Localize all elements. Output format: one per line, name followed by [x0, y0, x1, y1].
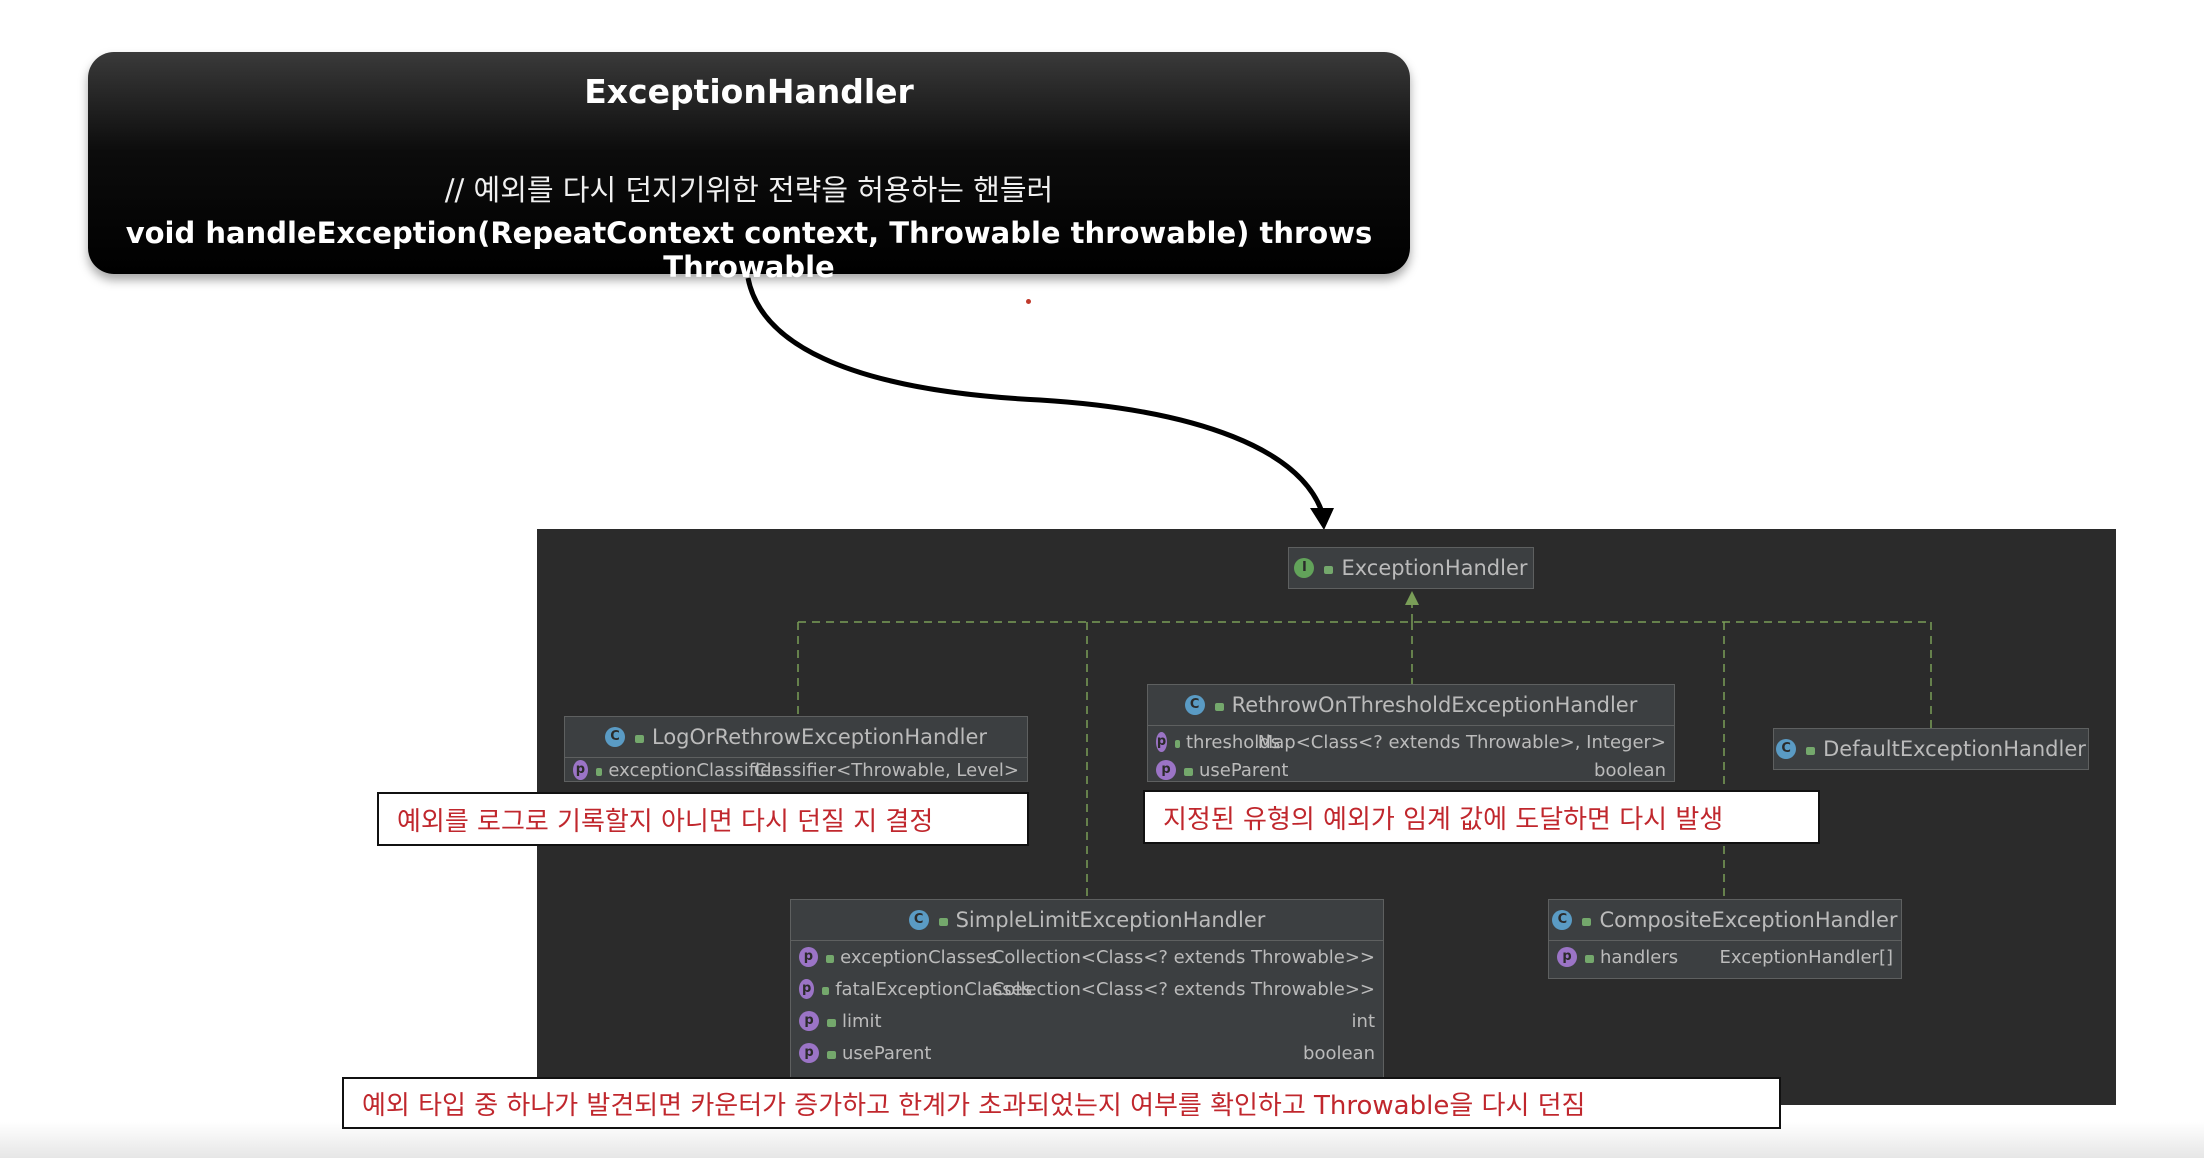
node-header: C RethrowOnThresholdExceptionHandler	[1148, 685, 1674, 726]
interface-comment: // 예외를 다시 던지기위한 전략을 허용하는 핸들러	[444, 173, 1054, 207]
node-name: SimpleLimitExceptionHandler	[955, 908, 1266, 932]
property-icon: p	[573, 760, 588, 780]
node-header: C LogOrRethrowExceptionHandler	[565, 717, 1027, 758]
node-header: C DefaultExceptionHandler	[1774, 729, 2088, 769]
node-name: DefaultExceptionHandler	[1823, 737, 2086, 761]
field-name: exceptionClasses	[840, 946, 996, 968]
public-lock-icon	[822, 987, 830, 995]
class-icon: C	[1552, 910, 1573, 930]
public-lock-icon	[1806, 747, 1816, 755]
class-icon: C	[908, 910, 929, 930]
field-name: limit	[842, 1010, 882, 1032]
field-type: Collection<Class<? extends Throwable>>	[991, 946, 1375, 968]
class-icon: C	[604, 727, 625, 747]
field-row: p thresholds Map<Class<? extends Throwab…	[1148, 726, 1674, 758]
node-simple-limit[interactable]: C SimpleLimitExceptionHandler p exceptio…	[790, 899, 1384, 1107]
public-lock-icon	[1184, 768, 1193, 776]
inheritance-lines	[797, 591, 1932, 899]
field-type: Collection<Class<? extends Throwable>>	[991, 978, 1376, 1000]
public-lock-icon	[595, 768, 603, 776]
caption-rethrow-on-threshold: 지정된 유형의 예외가 임계 값에 도달하면 다시 발생	[1143, 790, 1820, 844]
node-name: LogOrRethrowExceptionHandler	[651, 725, 987, 749]
public-lock-icon	[1582, 918, 1592, 926]
class-icon: C	[1776, 739, 1797, 759]
node-log-or-rethrow[interactable]: C LogOrRethrowExceptionHandler p excepti…	[564, 716, 1028, 782]
property-icon: p	[1156, 732, 1167, 752]
node-default[interactable]: C DefaultExceptionHandler	[1773, 728, 2089, 770]
property-icon: p	[1156, 760, 1176, 780]
stray-dot	[1026, 299, 1031, 304]
method-signature: void handleException(RepeatContext conte…	[125, 216, 1373, 284]
field-type: Classifier<Throwable, Level>	[754, 759, 1019, 781]
property-icon: p	[1557, 947, 1577, 967]
public-lock-icon	[827, 1019, 836, 1027]
field-name: useParent	[1199, 759, 1289, 781]
field-type: Map<Class<? extends Throwable>, Integer>	[1257, 731, 1667, 753]
field-row: p useParent boolean	[1148, 758, 1674, 781]
node-name: CompositeExceptionHandler	[1599, 908, 1898, 932]
field-row: p exceptionClassifier Classifier<Throwab…	[565, 758, 1027, 781]
property-icon: p	[799, 947, 818, 967]
field-row: p fatalExceptionClasses Collection<Class…	[791, 973, 1383, 1005]
field-type: ExceptionHandler[]	[1719, 946, 1893, 968]
node-exception-handler[interactable]: I ExceptionHandler	[1288, 547, 1534, 589]
caption-log-or-rethrow: 예외를 로그로 기록할지 아니면 다시 던질 지 결정	[377, 792, 1029, 846]
node-header: C SimpleLimitExceptionHandler	[791, 900, 1383, 941]
interface-summary-box: ExceptionHandler // 예외를 다시 던지기위한 전략을 허용하…	[88, 52, 1410, 284]
field-name: exceptionClassifier	[608, 759, 779, 781]
interface-icon: I	[1294, 558, 1315, 578]
node-header: C CompositeExceptionHandler	[1549, 900, 1901, 941]
public-lock-icon	[1324, 566, 1334, 574]
node-rethrow-on-threshold[interactable]: C RethrowOnThresholdExceptionHandler p t…	[1147, 684, 1675, 782]
field-row: p limit int	[791, 1005, 1383, 1037]
field-type: int	[1351, 1010, 1375, 1032]
public-lock-icon	[634, 735, 644, 743]
public-lock-icon	[1175, 740, 1180, 748]
field-name: thresholds	[1185, 731, 1281, 753]
node-header: I ExceptionHandler	[1289, 548, 1533, 588]
node-name: ExceptionHandler	[1341, 556, 1528, 580]
field-row: p exceptionClasses Collection<Class<? ex…	[791, 941, 1383, 973]
interface-title: ExceptionHandler	[584, 72, 914, 111]
property-icon: p	[799, 979, 815, 999]
class-icon: C	[1184, 695, 1205, 715]
field-row: p useParent boolean	[791, 1037, 1383, 1069]
property-icon: p	[799, 1011, 819, 1031]
public-lock-icon	[825, 955, 835, 963]
field-name: handlers	[1600, 946, 1679, 968]
node-composite[interactable]: C CompositeExceptionHandler p handlers E…	[1548, 899, 1902, 979]
field-row: p handlers ExceptionHandler[]	[1549, 941, 1901, 973]
field-type: boolean	[1594, 759, 1666, 781]
field-name: useParent	[842, 1042, 932, 1064]
caption-simple-limit: 예외 타입 중 하나가 발견되면 카운터가 증가하고 한계가 초과되었는지 여부…	[342, 1077, 1781, 1129]
public-lock-icon	[1585, 955, 1594, 963]
field-type: boolean	[1303, 1042, 1375, 1064]
property-icon: p	[799, 1043, 819, 1063]
node-name: RethrowOnThresholdExceptionHandler	[1231, 693, 1638, 717]
public-lock-icon	[827, 1051, 836, 1059]
public-lock-icon	[1214, 703, 1224, 711]
public-lock-icon	[938, 918, 948, 926]
field-name: fatalExceptionClasses	[835, 978, 1033, 1000]
